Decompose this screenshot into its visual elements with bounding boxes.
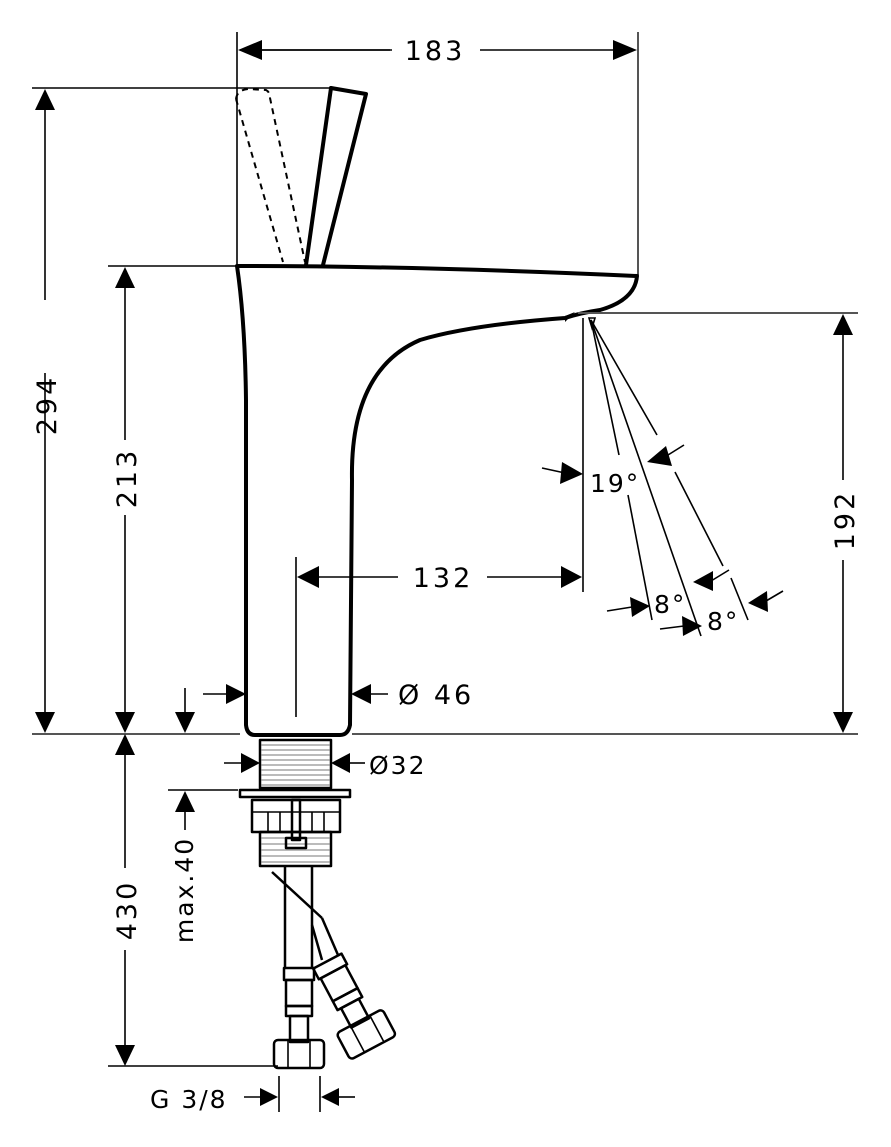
- handle-lever: [235, 86, 368, 267]
- dim-label-213: 213: [112, 448, 143, 509]
- angle-label-19: 19°: [590, 469, 640, 498]
- supply-hoses: [271, 866, 397, 1070]
- dimension-diameter-46: Ø 46: [203, 680, 474, 711]
- dimension-width-183: 183: [236, 32, 639, 275]
- dim-label-g38: G 3/8: [150, 1085, 228, 1114]
- angle-8-second: 8°: [659, 590, 784, 636]
- dim-label-183: 183: [405, 36, 466, 67]
- angle-19: 19°: [541, 444, 685, 498]
- dim-label-46: Ø 46: [398, 680, 474, 711]
- dim-label-32: Ø32: [369, 751, 427, 780]
- faucet-body: [235, 264, 639, 737]
- threaded-shank: [258, 738, 333, 790]
- water-jet-lines: [587, 317, 749, 637]
- angle-label-8-first: 8°: [654, 590, 686, 619]
- dim-label-430: 430: [112, 880, 143, 941]
- dimension-hose-430: 430: [108, 734, 278, 1067]
- dim-label-294: 294: [32, 375, 63, 436]
- angle-label-8-second: 8°: [707, 607, 739, 636]
- dim-label-max-40: max.40: [170, 837, 199, 943]
- dimension-thread-g38: G 3/8: [150, 1076, 355, 1114]
- dim-label-132: 132: [413, 563, 474, 594]
- dim-label-192: 192: [830, 490, 861, 551]
- angle-8-first: 8°: [606, 569, 730, 619]
- dimension-height-213: 213: [108, 265, 240, 733]
- deck-arrow: [175, 688, 195, 733]
- mounting-nut: [238, 788, 352, 868]
- dimension-max-40: max.40: [168, 789, 238, 943]
- dimension-height-294: 294: [32, 87, 330, 733]
- dimension-reach-132: 132: [297, 318, 584, 594]
- dimension-outlet-height-192: 192: [578, 312, 861, 733]
- dimension-diameter-32: Ø32: [224, 751, 427, 780]
